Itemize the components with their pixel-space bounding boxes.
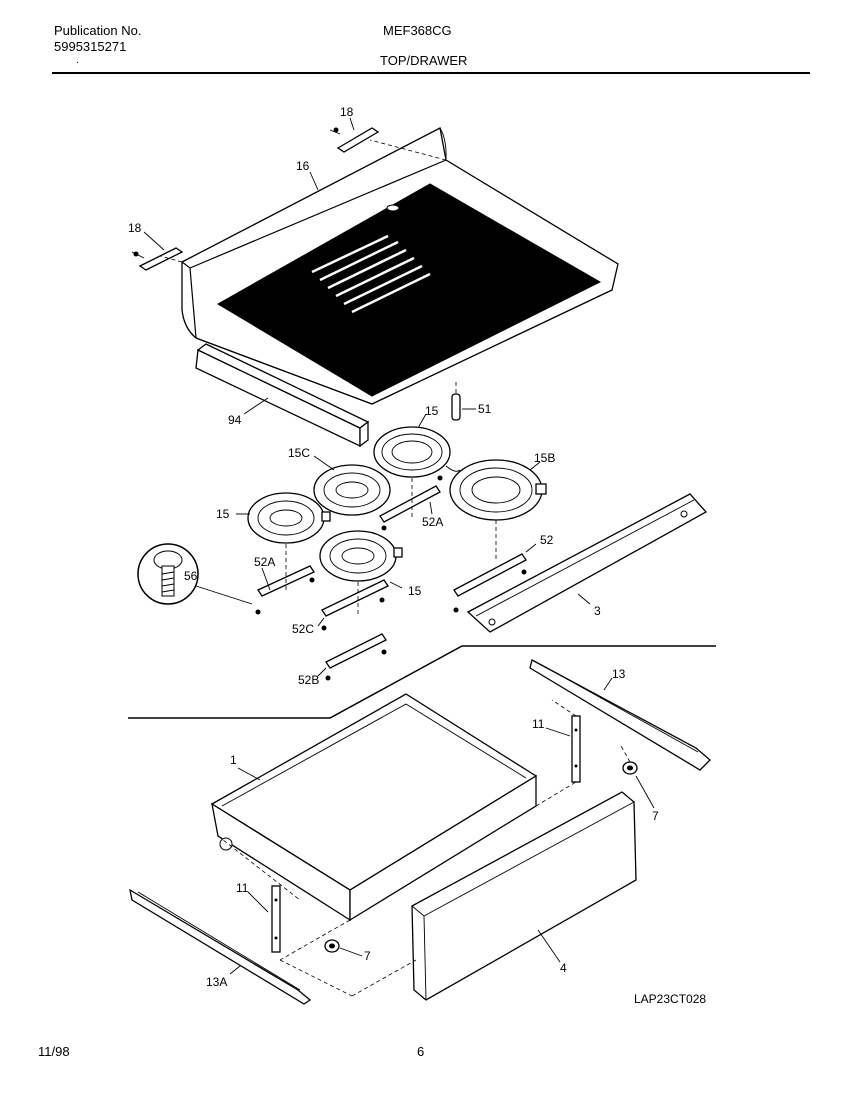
callout-label: 1 (230, 753, 237, 767)
callout-labels: 18 16 18 94 15 51 15C 15B 15 52A 56 52A … (128, 105, 659, 989)
screw-56-inset (137, 543, 253, 605)
section-divider (128, 645, 716, 719)
drawing-code: LAP23CT028 (634, 992, 707, 1006)
callout-label: 52A (422, 515, 443, 529)
callout-label: 52 (540, 533, 554, 547)
callout-label: 16 (296, 159, 310, 173)
strap-52 (453, 553, 527, 613)
footer-date: 11/98 (38, 1044, 70, 1059)
callout-label: 52C (292, 622, 314, 636)
roller-7-right (622, 761, 638, 775)
callout-label: 15 (425, 404, 439, 418)
drawer-slide-13 (529, 659, 711, 771)
cooktop-part (181, 127, 619, 405)
publication-number: 5995315271 (54, 39, 127, 54)
strap-52b (325, 633, 387, 681)
callout-label: 52B (298, 673, 319, 687)
drawer-body-1 (210, 693, 538, 922)
bracket-18-top (329, 127, 380, 153)
callout-label: 13 (612, 667, 626, 681)
strap-52c (321, 579, 389, 631)
callout-label: 15B (534, 451, 555, 465)
callout-label: 56 (184, 569, 198, 583)
terminal-block-51 (451, 382, 461, 421)
callout-label: 18 (340, 105, 354, 119)
publication-label: Publication No. (54, 23, 142, 38)
callout-label: 94 (228, 413, 242, 427)
callout-label: 4 (560, 961, 567, 975)
callout-label: 11 (532, 717, 545, 731)
page-number: 6 (417, 1044, 425, 1059)
callout-label: 11 (236, 881, 249, 895)
callout-leader-lines (143, 117, 655, 975)
drawer-front-4 (411, 791, 637, 1001)
callout-label: 51 (478, 402, 492, 416)
surface-element-15-rear (373, 426, 461, 478)
callout-label: 52A (254, 555, 275, 569)
surface-element-15b (449, 459, 547, 521)
model-number: MEF368CG (383, 23, 452, 38)
section-title: TOP/DRAWER (380, 53, 468, 68)
bracket-11-left (271, 885, 281, 953)
surface-element-15-front (319, 530, 403, 582)
callout-label: 15C (288, 446, 310, 460)
surface-element-15c (313, 464, 391, 516)
trim-strip-94 (195, 343, 370, 448)
callout-label: 13A (206, 975, 227, 989)
bracket-11-right (571, 715, 581, 783)
callout-label: 15 (408, 584, 422, 598)
callout-label: 3 (594, 604, 601, 618)
roller-7-left (324, 939, 340, 953)
header-bullet: . (76, 55, 79, 66)
callout-label: 7 (652, 809, 659, 823)
callout-label: 7 (364, 949, 371, 963)
bracket-18-left (131, 247, 184, 271)
callout-label: 18 (128, 221, 142, 235)
strap-52a-right (379, 475, 443, 531)
assembly-guide-lines (159, 139, 631, 997)
callout-label: 15 (216, 507, 230, 521)
support-rail-3 (466, 493, 708, 633)
drawer-slide-13a (129, 888, 312, 1005)
surface-element-15-left (247, 492, 331, 544)
